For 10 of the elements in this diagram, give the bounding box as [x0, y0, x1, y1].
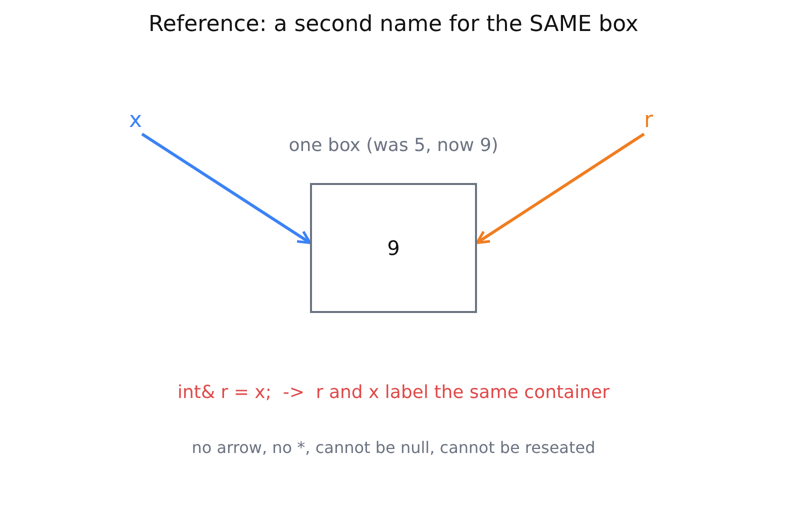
- code-note: int& r = x; -> r and x label the same container: [178, 381, 610, 405]
- arrow: [476, 132, 645, 244]
- diagram-title: Reference: a second name for the SAME box: [148, 11, 638, 39]
- box-caption: one box (was 5, now 9): [288, 134, 498, 158]
- value-box: [310, 183, 477, 313]
- variable-name: x: [129, 108, 142, 134]
- box-value: 9: [387, 236, 400, 260]
- arrow: [141, 132, 312, 244]
- variable-name: r: [644, 108, 654, 134]
- footnote: no arrow, no *, cannot be null, cannot be reseated: [192, 437, 596, 459]
